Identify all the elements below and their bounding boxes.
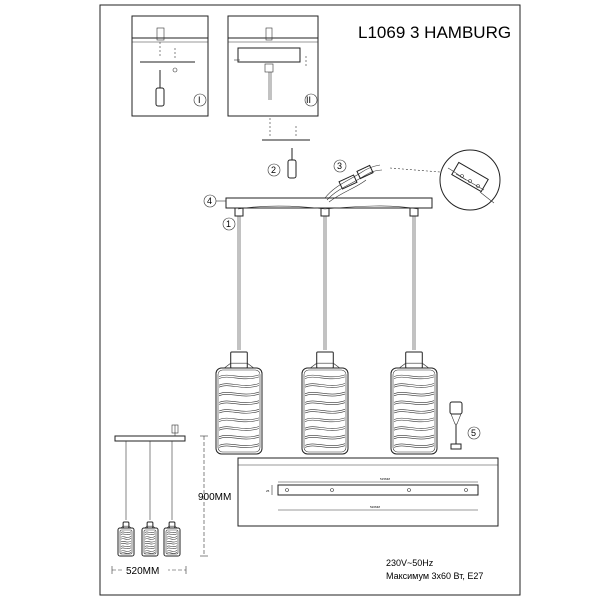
overview-lamp: [111, 424, 208, 574]
step-1-panel: I: [131, 15, 209, 117]
lamp-shade-right: [390, 351, 438, 455]
step-1-marker: [193, 93, 207, 107]
callout-1-label: 1: [226, 219, 231, 229]
callout-3: [333, 159, 347, 173]
mini-shade-left: [117, 521, 135, 557]
lamp-shades: [215, 351, 438, 455]
step-2-marker: [304, 93, 318, 107]
callout-2-label: 2: [271, 165, 276, 175]
lamp-shade-left: [215, 351, 263, 455]
canopy-side-dimension: 25: [266, 489, 270, 493]
spec-power: Максимум 3х60 Вт, E27: [386, 571, 483, 581]
wire-connector: [324, 164, 383, 203]
connector-detail: [439, 149, 501, 211]
outer-frame: [99, 4, 521, 596]
canopy-bar: [225, 197, 433, 209]
callout-1: [222, 217, 236, 231]
callout-5: [467, 426, 481, 440]
callout-3-label: 3: [337, 161, 342, 171]
bulb-icon: [449, 401, 463, 450]
width-dimension: 520MM: [126, 566, 159, 577]
step-2-marker-label: II: [306, 95, 311, 105]
callout-5-label: 5: [471, 428, 476, 438]
screwdriver-icon: [155, 70, 165, 107]
canopy-bottom-dimension: 520MM: [370, 505, 381, 509]
product-title: L1069 3 HAMBURG: [358, 23, 511, 42]
step-1-marker-label: I: [198, 95, 201, 105]
height-dimension: 900MM: [198, 492, 231, 503]
mini-shade-center: [141, 521, 159, 557]
callout-2: [267, 163, 281, 177]
screwdriver-icon: [287, 148, 297, 179]
canopy-top-dimension: 515MM: [380, 477, 391, 481]
canopy-dimension-drawing: [237, 457, 499, 527]
lamp-shade-center: [301, 351, 349, 455]
step-2-panel: II: [227, 15, 319, 117]
callout-4-label: 4: [207, 196, 212, 206]
mini-shade-right: [163, 521, 181, 557]
spec-voltage: 230V~50Hz: [386, 558, 434, 568]
pendant-cords: [237, 216, 416, 350]
